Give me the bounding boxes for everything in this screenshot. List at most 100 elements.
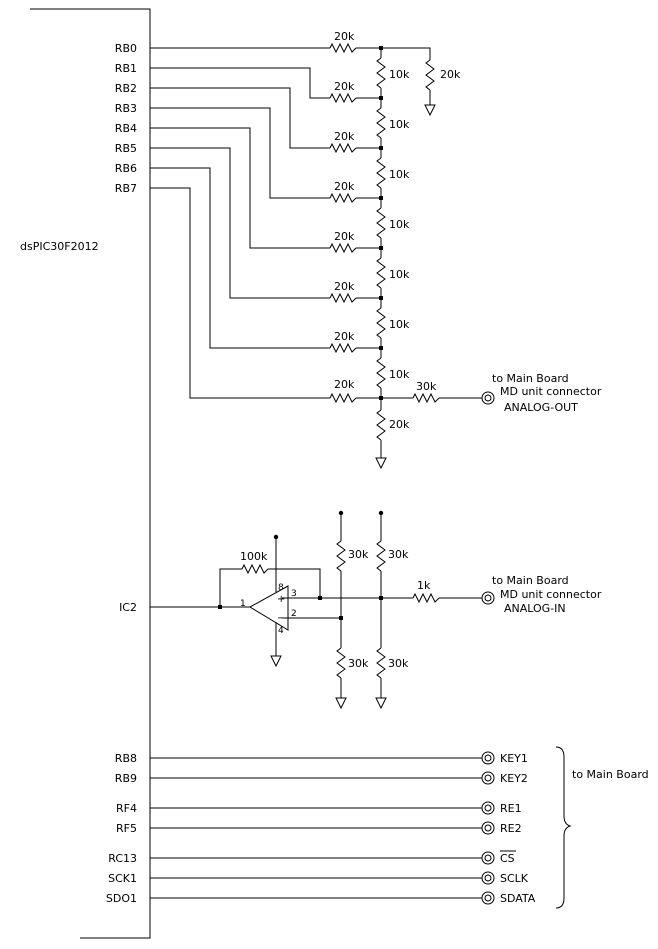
resistor-20k-rb7 xyxy=(329,392,357,404)
resistor-20k-rb0 xyxy=(329,42,357,54)
analog-out-line2: MD unit connector xyxy=(500,385,602,398)
analog-out-line1: to Main Board xyxy=(492,372,569,385)
label-10k: 10k xyxy=(389,68,410,81)
pin-labels-port-b: RB0 RB1 RB2 RB3 RB4 RB5 RB6 RB7 xyxy=(115,42,137,195)
pin-label-rb8: RB8 xyxy=(115,752,137,765)
analog-out-labels: to Main Board MD unit connector ANALOG-O… xyxy=(492,372,602,414)
resistor-20k-rb6 xyxy=(329,342,357,354)
pin-label-rf4: RF4 xyxy=(116,802,137,815)
mcu-outline xyxy=(30,8,151,939)
label-10k: 10k xyxy=(389,218,410,231)
label-20k: 20k xyxy=(389,418,410,431)
resistor-20k-bottom xyxy=(376,409,386,441)
label-20k: 20k xyxy=(334,330,355,343)
resistor-20k-rb1 xyxy=(329,92,357,104)
label-10k: 10k xyxy=(389,118,410,131)
resistor-20k-rb2 xyxy=(329,142,357,154)
signal-sdata: SDATA xyxy=(500,892,536,905)
resistor-30k-output xyxy=(412,392,440,404)
analog-in-line3: ANALOG-IN xyxy=(504,602,566,615)
analog-in-line2: MD unit connector xyxy=(500,588,602,601)
group-brace xyxy=(555,746,572,909)
label-30k: 30k xyxy=(388,657,409,670)
label-20k: 20k xyxy=(334,378,355,391)
pin-label-rf5: RF5 xyxy=(116,822,137,835)
analog-in-wires xyxy=(150,513,482,698)
resistor-30k-right-bottom xyxy=(376,647,386,679)
ground-icon xyxy=(424,104,436,117)
ground-icon xyxy=(270,655,282,668)
label-20k: 20k xyxy=(334,30,355,43)
resistor-20k-top-right xyxy=(425,59,435,91)
pin-label-rb6: RB6 xyxy=(115,162,137,175)
label-20k: 20k xyxy=(334,80,355,93)
resistor-30k-left-bottom xyxy=(336,647,346,679)
analog-out-line3: ANALOG-OUT xyxy=(504,401,578,414)
label-10k: 10k xyxy=(389,368,410,381)
pin-label-rb3: RB3 xyxy=(115,102,137,115)
label-10k: 10k xyxy=(389,268,410,281)
signal-key2: KEY2 xyxy=(500,772,528,785)
signal-re2: RE2 xyxy=(500,822,522,835)
ground-icon xyxy=(335,697,347,710)
label-20k: 20k xyxy=(334,280,355,293)
analog-in-resistors xyxy=(241,540,440,679)
ground-symbols-analog-in xyxy=(270,655,387,710)
label-20k: 20k xyxy=(334,230,355,243)
ground-icon xyxy=(375,457,387,470)
digital-pin-labels: RB8 RB9 RF4 RF5 RC13 SCK1 SDO1 xyxy=(106,752,137,905)
analog-out-connector xyxy=(481,391,495,405)
analog-in-junctions xyxy=(218,510,384,620)
ladder-wires xyxy=(150,47,482,458)
ladder-value-labels: 20k 20k 20k 20k 20k 20k 20k 20k 20k 20k … xyxy=(334,30,461,431)
signal-key1: KEY1 xyxy=(500,752,528,765)
pin-label-rb5: RB5 xyxy=(115,142,137,155)
pin-label-rb4: RB4 xyxy=(115,122,137,135)
opamp-symbol xyxy=(249,585,289,631)
chip-name-label: dsPIC30F2012 xyxy=(20,240,99,253)
pin-label-rb7: RB7 xyxy=(115,182,137,195)
to-main-board-label: to Main Board xyxy=(572,768,649,781)
signal-cs: CS xyxy=(500,852,515,865)
label-30k: 30k xyxy=(348,657,369,670)
label-100k: 100k xyxy=(240,550,268,563)
label-20k: 20k xyxy=(334,180,355,193)
analog-in-labels: to Main Board MD unit connector ANALOG-I… xyxy=(492,574,602,615)
opamp-pin-8: 8 xyxy=(278,583,284,593)
label-20k: 20k xyxy=(440,68,461,81)
analog-in-line1: to Main Board xyxy=(492,574,569,587)
digital-wires xyxy=(150,757,482,899)
ground-symbols-ladder xyxy=(375,104,436,470)
opamp-pin-2: 2 xyxy=(291,609,297,619)
label-10k: 10k xyxy=(389,318,410,331)
opamp-pin-4: 4 xyxy=(278,626,284,636)
pin-label-sdo1: SDO1 xyxy=(106,892,137,905)
opamp-pin-1: 1 xyxy=(240,599,246,609)
signal-sclk: SCLK xyxy=(500,872,529,885)
digital-signal-labels: KEY1 KEY2 RE1 RE2 CS SCLK SDATA xyxy=(500,752,536,905)
pin-label-rb9: RB9 xyxy=(115,772,137,785)
ladder-10k-resistors xyxy=(376,57,435,441)
pin-label-sck1: SCK1 xyxy=(108,872,137,885)
label-10k: 10k xyxy=(389,168,410,181)
pin-label-rb1: RB1 xyxy=(115,62,137,75)
pin-label-rb0: RB0 xyxy=(115,42,137,55)
pin-label-ic2: IC2 xyxy=(119,601,137,614)
resistor-20k-rb3 xyxy=(329,192,357,204)
label-20k: 20k xyxy=(334,130,355,143)
pin-label-rc13: RC13 xyxy=(108,852,137,865)
ground-icon xyxy=(375,697,387,710)
pin-label-rb2: RB2 xyxy=(115,82,137,95)
resistor-1k-output xyxy=(412,592,440,604)
ladder-junctions xyxy=(379,46,383,400)
resistor-20k-rb5 xyxy=(329,292,357,304)
label-1k: 1k xyxy=(417,579,431,592)
opamp-plus-sign: + xyxy=(277,594,285,605)
signal-re1: RE1 xyxy=(500,802,522,815)
opamp-minus-sign: − xyxy=(277,613,285,624)
digital-connectors xyxy=(481,751,495,905)
ladder-20k-resistors xyxy=(329,42,440,404)
analog-in-connector xyxy=(481,591,495,605)
resistor-30k-right-top xyxy=(376,540,386,572)
